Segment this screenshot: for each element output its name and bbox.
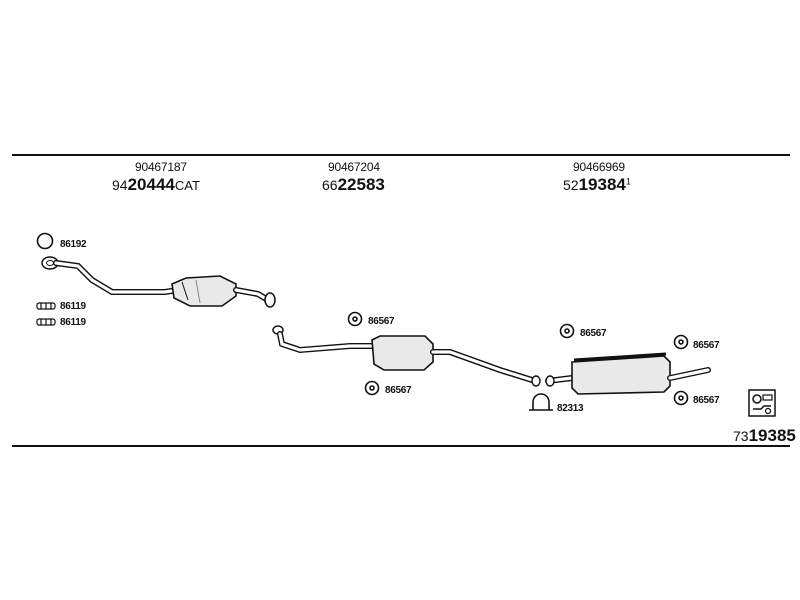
rubber-hanger-icon[interactable]: [559, 323, 575, 339]
callout-hanger-rear-left: 86567: [580, 328, 607, 339]
rubber-hanger-icon[interactable]: [347, 311, 363, 327]
callout-hanger-rear-right-bottom: 86567: [693, 395, 720, 406]
clamp-icon[interactable]: [36, 302, 56, 310]
front-pipe-catalyst[interactable]: [41, 256, 276, 308]
oem-number-middle: 90467204: [328, 160, 380, 174]
part-number-rear[interactable]: 52193841: [563, 175, 631, 194]
callout-hanger-mid-top: 86567: [368, 316, 395, 327]
bottom-rule: [12, 445, 790, 447]
clamp-icon[interactable]: [36, 318, 56, 326]
kit-box-icon[interactable]: [748, 389, 776, 417]
part-number-middle[interactable]: 6622583: [322, 175, 385, 194]
rubber-hanger-icon[interactable]: [673, 334, 689, 350]
callout-hanger-rear-right-top: 86567: [693, 340, 720, 351]
callout-clamp-1: 86119: [60, 301, 86, 312]
middle-pipe-silencer[interactable]: [272, 325, 541, 387]
part-number-front[interactable]: 9420444CAT: [112, 175, 200, 194]
rubber-hanger-icon[interactable]: [673, 390, 689, 406]
oem-number-rear: 90466969: [573, 160, 625, 174]
u-bolt-clamp-icon[interactable]: [529, 393, 553, 411]
rubber-hanger-icon[interactable]: [364, 380, 380, 396]
callout-hanger-mid-bottom: 86567: [385, 385, 412, 396]
callout-clamp-rear: 82313: [557, 403, 584, 414]
oem-number-front: 90467187: [135, 160, 187, 174]
rear-silencer[interactable]: [545, 352, 711, 395]
callout-gasket-ring: 86192: [60, 239, 87, 250]
callout-clamp-2: 86119: [60, 317, 86, 328]
kit-part-number[interactable]: 7319385: [733, 426, 796, 445]
top-rule: [12, 154, 790, 156]
ring-gasket-icon[interactable]: [36, 232, 54, 250]
